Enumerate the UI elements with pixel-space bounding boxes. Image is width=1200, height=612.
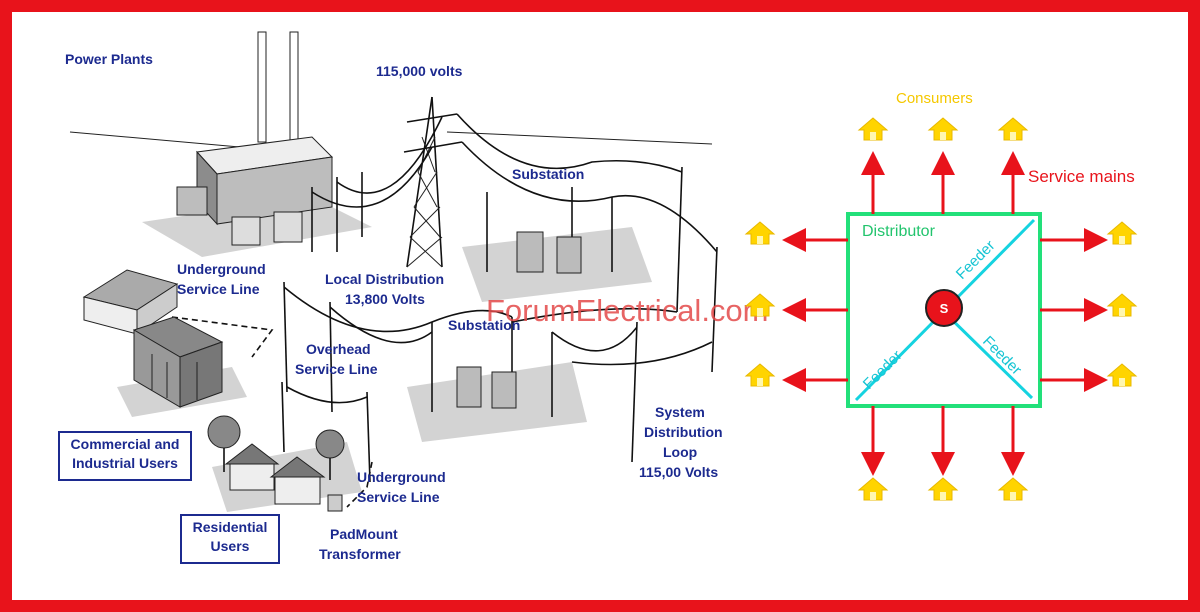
label-overhead-service-line2: Service Line: [295, 361, 378, 377]
underground-line-residential: [346, 461, 373, 508]
wire-mid-loop-3: [571, 341, 713, 366]
label-system-loop-line2: Distribution: [644, 424, 723, 440]
label-commercial-line2: Industrial Users: [72, 455, 178, 471]
label-service-mains: Service mains: [1028, 167, 1135, 186]
label-115000-volts: 115,000 volts: [376, 63, 463, 79]
label-underground-service-1-line1: Underground: [177, 261, 266, 277]
label-substation-mid: Substation: [448, 317, 520, 333]
label-overhead-service-line1: Overhead: [306, 341, 371, 357]
consumer-house-icon-right-1: [1107, 221, 1137, 245]
substation-top-equipment: [486, 187, 613, 274]
feeder-line-lower-right: [940, 308, 1034, 400]
underground-line-commercial: [171, 316, 274, 358]
pole-residential: [366, 391, 371, 483]
padmount-transformer-shape: [327, 494, 343, 512]
label-system-loop-line3: Loop: [663, 444, 697, 460]
consumer-house-icon-left-2: [745, 293, 775, 317]
label-substation-top: Substation: [512, 166, 584, 182]
wire-plant-tower-2: [336, 116, 443, 194]
substation-node-label: S: [940, 301, 949, 316]
label-feeder-lower-right: Feeder: [979, 333, 1025, 379]
residential-houses: [207, 415, 345, 512]
label-local-distribution-line1: Local Distribution: [325, 271, 444, 287]
pole-loop-2: [676, 166, 683, 313]
label-residential-line2: Users: [210, 538, 250, 554]
industrial-building: [132, 316, 224, 408]
label-residential-users: Residential Users: [180, 514, 280, 564]
consumer-house-icon-bottom-2: [928, 477, 958, 501]
pole-overhead: [281, 381, 285, 453]
consumer-house-icon-left-3: [745, 363, 775, 387]
consumer-house-icon-right-2: [1107, 293, 1137, 317]
wire-local-distribution-2: [329, 306, 433, 344]
substation-mid-equipment: [431, 317, 553, 417]
wire-mid-loop-1: [551, 326, 638, 352]
pole-loop-3: [711, 246, 718, 373]
label-feeder-upper: Feeder: [953, 237, 999, 283]
label-underground-service-2-line2: Service Line: [357, 489, 440, 505]
power-plant: [176, 31, 363, 252]
label-system-loop-line1: System: [655, 404, 705, 420]
consumer-house-icon-top-3: [998, 117, 1028, 141]
consumer-house-icon-bottom-1: [858, 477, 888, 501]
label-distributor: Distributor: [862, 223, 936, 240]
wire-local-distribution-1: [283, 286, 513, 333]
horizon-line-right: [446, 131, 713, 145]
substation-node: [925, 289, 963, 327]
label-residential-line1: Residential: [192, 519, 268, 535]
pole-loop-1: [631, 321, 638, 463]
horizon-line-left: [69, 131, 263, 150]
consumer-house-icon-right-3: [1107, 363, 1137, 387]
label-underground-service-2-line1: Underground: [357, 469, 446, 485]
consumer-house-icon-top-1: [858, 117, 888, 141]
label-commercial-line1: Commercial and: [70, 436, 180, 452]
power-distribution-illustration: Power Plants 115,000 volts Substation Un…: [65, 31, 723, 562]
warehouse-building: [82, 269, 179, 335]
label-commercial-industrial-users: Commercial and Industrial Users: [58, 431, 192, 481]
wire-tower-substation-2: [461, 141, 718, 253]
consumer-house-icon-bottom-3: [998, 477, 1028, 501]
label-padmount-line1: PadMount: [330, 526, 398, 542]
label-underground-service-1-line2: Service Line: [177, 281, 260, 297]
label-power-plants: Power Plants: [65, 51, 153, 67]
label-system-loop-line4: 115,00 Volts: [639, 464, 718, 480]
label-feeder-lower-left: Feeder: [860, 347, 906, 393]
distribution-schematic: S Consumers Service mains Distribut: [745, 90, 1137, 501]
label-padmount-line2: Transformer: [319, 546, 401, 562]
watermark-text: ForumElectrical.com: [486, 293, 769, 328]
wire-mid-loop-2: [511, 307, 678, 323]
label-consumers: Consumers: [896, 90, 973, 107]
wire-overhead-service: [286, 386, 368, 404]
label-local-distribution-line2: 13,800 Volts: [345, 291, 425, 307]
consumer-house-icon-top-2: [928, 117, 958, 141]
pole-distribution-1: [283, 281, 288, 393]
consumer-house-icon-left-1: [745, 221, 775, 245]
pole-distribution-2: [329, 301, 333, 413]
wire-tower-substation-1: [456, 113, 683, 173]
wire-plant-tower-1: [311, 146, 433, 208]
